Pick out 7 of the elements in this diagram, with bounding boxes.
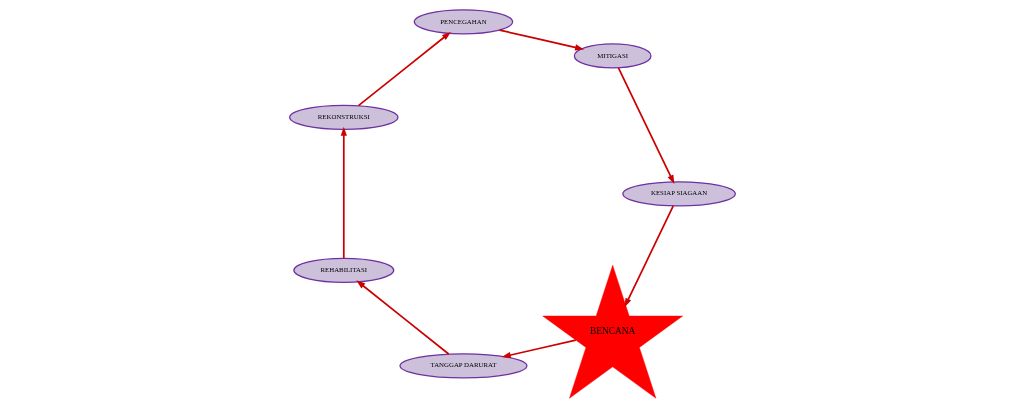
- arrow: [357, 31, 451, 107]
- arrow: [617, 67, 675, 185]
- arrow: [356, 280, 450, 355]
- arrow: [340, 126, 347, 260]
- arrow: [498, 29, 585, 51]
- arrow: [624, 205, 675, 308]
- arrow: [501, 339, 577, 359]
